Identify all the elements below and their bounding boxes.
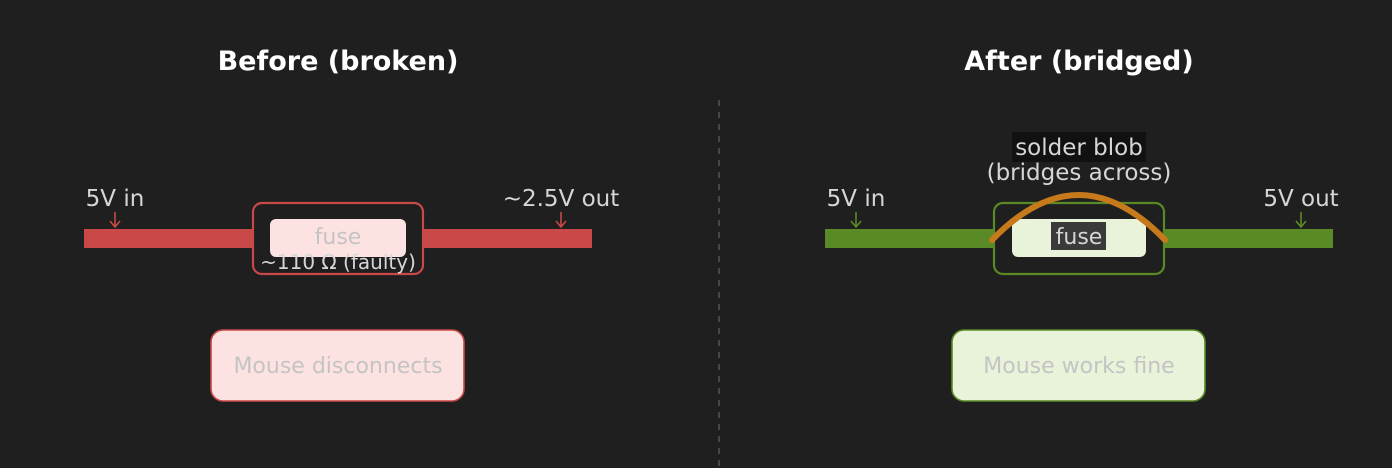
after-input-arrow xyxy=(850,212,862,229)
before-result-box xyxy=(210,329,465,402)
before-panel: Before (broken) 5V in ~2.5V out fuse ~11… xyxy=(84,46,620,402)
after-output-wire xyxy=(1163,229,1333,248)
before-title: Before (broken) xyxy=(218,46,459,77)
after-result-box xyxy=(951,329,1206,402)
before-input-wire xyxy=(84,229,254,248)
after-input-label: 5V in xyxy=(827,186,886,212)
before-output-wire xyxy=(422,229,592,248)
after-output-arrow xyxy=(1295,212,1307,229)
after-output-label: 5V out xyxy=(1263,186,1338,212)
solder-label-bg xyxy=(1012,132,1146,162)
before-input-arrow xyxy=(109,212,121,229)
after-panel: After (bridged) 5V in 5V out solder blob… xyxy=(825,46,1339,402)
before-fault-label: ~110 Ω (faulty) xyxy=(260,250,416,274)
after-result-text: Mouse works fine xyxy=(983,354,1174,379)
after-title: After (bridged) xyxy=(964,46,1193,77)
after-input-wire xyxy=(825,229,995,248)
after-fuse-label-bg xyxy=(1051,222,1106,250)
before-fuse-body xyxy=(270,219,406,257)
before-fuse-label: fuse xyxy=(315,225,362,250)
before-input-label: 5V in xyxy=(86,186,145,212)
before-output-label: ~2.5V out xyxy=(503,186,620,212)
before-result-text: Mouse disconnects xyxy=(233,354,442,379)
solder-label-line1: solder blob xyxy=(1015,135,1143,161)
solder-blob-arc xyxy=(989,192,1168,243)
before-output-arrow xyxy=(555,212,567,229)
after-fuse-label: fuse xyxy=(1056,225,1103,250)
solder-label-line2: (bridges across) xyxy=(987,160,1172,186)
